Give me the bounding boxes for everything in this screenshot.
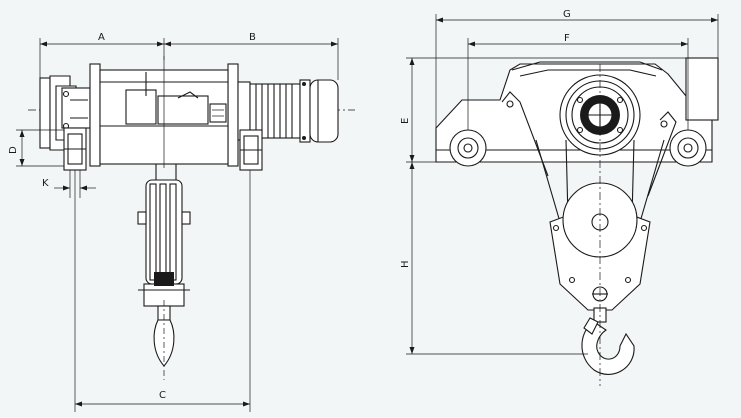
- hook: [581, 307, 635, 375]
- label-f: F: [564, 33, 570, 44]
- label-e: E: [400, 118, 411, 124]
- label-d: D: [8, 146, 19, 154]
- dimension-k: K: [42, 170, 96, 198]
- front-left-wheel: [449, 129, 487, 167]
- label-b: B: [249, 32, 256, 43]
- side-view: A B D K C: [8, 32, 355, 412]
- label-a: A: [98, 32, 105, 43]
- dimension-d: D: [8, 129, 64, 167]
- label-g: G: [563, 9, 571, 20]
- dimension-b: B: [164, 32, 339, 80]
- label-h: H: [400, 260, 411, 268]
- drum-frame: [89, 56, 239, 168]
- dimension-f: F: [467, 33, 689, 130]
- front-right-wheel: [669, 129, 707, 167]
- dimension-c: C: [74, 170, 251, 412]
- label-k: K: [42, 178, 49, 189]
- hook-block: [137, 179, 191, 380]
- label-c: C: [159, 390, 166, 401]
- dimension-h: H: [400, 162, 588, 355]
- front-view: G F E H: [400, 9, 719, 386]
- left-trolley-wheel: [63, 127, 87, 171]
- right-trolley-wheel: [239, 129, 263, 171]
- hoist-motor: [237, 79, 339, 143]
- dimension-g: G: [435, 9, 719, 128]
